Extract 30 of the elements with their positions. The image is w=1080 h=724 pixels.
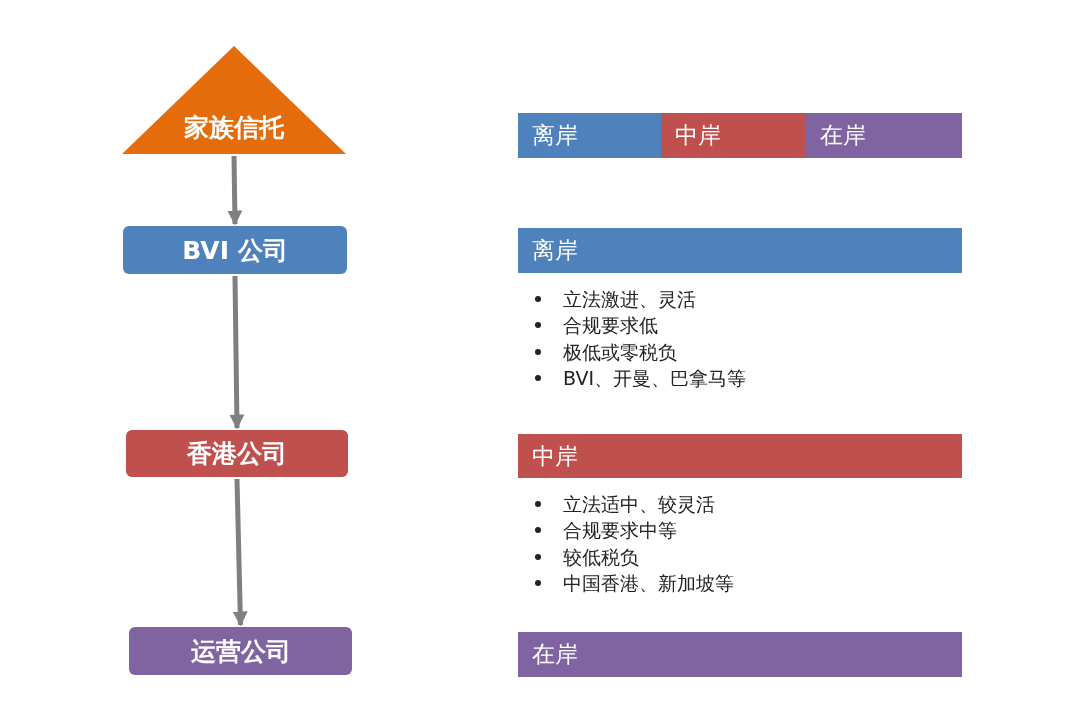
node-label: 离岸 xyxy=(532,239,578,262)
node-label: 家族信托 xyxy=(184,115,284,140)
category-bar xyxy=(661,113,806,158)
bullet-text: 极低或零税负 xyxy=(563,340,677,364)
node-label: 香港公司 xyxy=(187,441,287,466)
category-bar xyxy=(518,632,962,677)
node-label: 运营公司 xyxy=(190,638,291,664)
company-box xyxy=(126,430,348,477)
node-label: 中岸 xyxy=(532,444,578,468)
arrow xyxy=(232,478,248,627)
company-box xyxy=(129,627,352,675)
bullet-text: 立法适中、较灵活 xyxy=(563,492,715,516)
category-bar xyxy=(806,113,962,158)
bullet-text: 合规要求中等 xyxy=(563,518,677,542)
bullet-text: 合规要求低 xyxy=(563,313,658,337)
arrow xyxy=(227,155,243,226)
node-label: 离岸 xyxy=(532,124,578,147)
node-label: 在岸 xyxy=(820,124,866,147)
node-label: 在岸 xyxy=(532,643,578,666)
category-bar xyxy=(518,228,962,273)
category-bar xyxy=(518,113,661,158)
node-label: 中岸 xyxy=(675,124,721,147)
category-bar xyxy=(518,434,962,478)
arrow xyxy=(229,275,245,430)
bullet-text: BVI、开曼、巴拿马等 xyxy=(563,366,747,390)
bullet-text: 较低税负 xyxy=(563,545,639,569)
bullet-text: 立法激进、灵活 xyxy=(563,287,696,311)
company-box xyxy=(123,226,347,274)
node-label: BVI 公司 xyxy=(182,237,288,263)
bullet-text: 中国香港、新加坡等 xyxy=(563,571,734,595)
